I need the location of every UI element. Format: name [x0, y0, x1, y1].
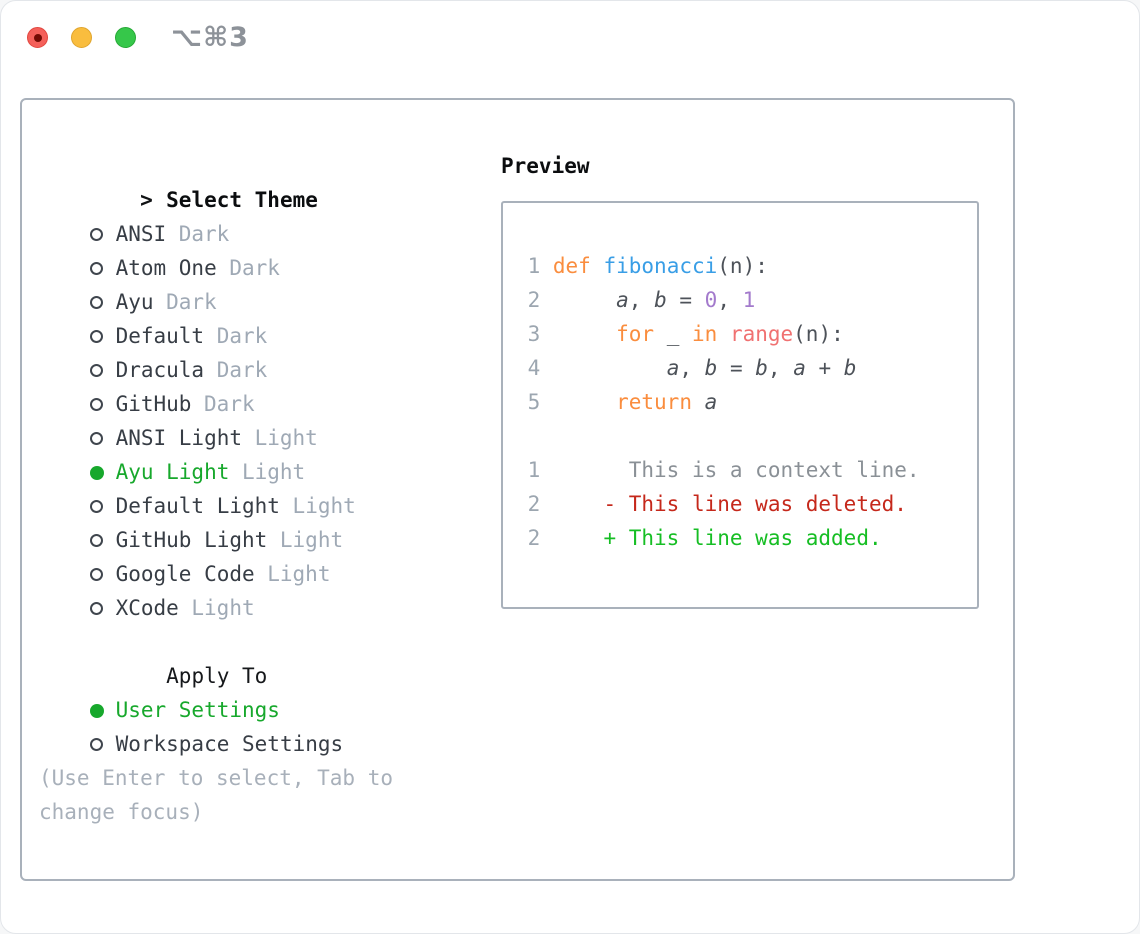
line-number: 1 [527, 458, 541, 482]
preview-blank-line [515, 419, 977, 453]
option-tag: Dark [216, 358, 268, 382]
option-label: GitHub Light [115, 528, 268, 552]
option-label: ANSI Light [115, 426, 243, 450]
radio-icon [89, 398, 103, 411]
theme-option-default-light[interactable]: Default Light Light [39, 455, 484, 518]
titlebar: ⌥⌘3 [1, 1, 1139, 98]
radio-icon [89, 364, 103, 377]
option-tag: Dark [166, 290, 217, 314]
option-tag: Light [191, 596, 255, 620]
preview-diff-line: 2 + This line was added. [515, 521, 977, 555]
radio-icon [89, 432, 103, 445]
option-label: Dracula [115, 358, 205, 382]
traffic-lights [27, 27, 136, 48]
preview-code-line: 4 a, b = b, a + b [515, 351, 977, 385]
apply-option-workspace-settings[interactable]: Workspace Settings [39, 693, 484, 756]
option-tag: Light [254, 426, 318, 450]
option-label: GitHub [115, 392, 192, 416]
apply-to-title: Apply To [166, 664, 268, 688]
option-label: ANSI [115, 222, 167, 246]
preview-diff-line: 2 - This line was deleted. [515, 487, 977, 521]
apply-to-list: User Settings Workspace Settings [39, 659, 484, 756]
radio-icon [89, 500, 103, 513]
option-tag: Light [267, 562, 331, 586]
radio-icon [89, 330, 103, 343]
line-number: 1 [527, 254, 541, 278]
option-label: Google Code [115, 562, 255, 586]
line-number: 2 [527, 526, 541, 550]
option-tag: Light [241, 460, 306, 484]
line-number: 2 [527, 288, 541, 312]
radio-icon [89, 738, 103, 751]
theme-option-ayu-light[interactable]: Ayu Light Light [39, 421, 484, 484]
radio-icon [89, 228, 103, 241]
window-title: ⌥⌘3 [171, 22, 249, 53]
theme-option-github[interactable]: GitHub Dark [39, 353, 484, 416]
theme-option-ansi-light[interactable]: ANSI Light Light [39, 387, 484, 450]
close-dot-icon [33, 33, 42, 42]
radio-icon [89, 465, 104, 480]
preview-code-line: 5 return a [515, 385, 977, 419]
option-label: User Settings [115, 698, 280, 722]
option-tag: Dark [178, 222, 230, 246]
theme-option-xcode[interactable]: XCode Light [39, 557, 484, 620]
line-number: 3 [527, 322, 541, 346]
select-theme-header: > Select Theme [39, 149, 484, 212]
radio-icon [89, 534, 103, 547]
theme-option-google-code[interactable]: Google Code Light [39, 523, 484, 586]
radio-icon [89, 703, 104, 718]
theme-option-github-light[interactable]: GitHub Light Light [39, 489, 484, 552]
minimize-button[interactable] [71, 27, 92, 48]
help-text: (Use Enter to select, Tab to change focu… [39, 766, 394, 824]
line-number: 5 [527, 390, 541, 414]
radio-icon [89, 262, 103, 275]
option-tag: Light [279, 528, 344, 552]
option-label: Default [115, 324, 205, 348]
option-label: Workspace Settings [115, 732, 344, 756]
option-tag: Light [292, 494, 356, 518]
option-tag: Dark [216, 324, 268, 348]
apply-option-user-settings[interactable]: User Settings [39, 659, 484, 722]
theme-option-ayu[interactable]: Ayu Dark [39, 251, 484, 314]
theme-option-default[interactable]: Default Dark [39, 285, 484, 348]
option-label: Atom One [115, 256, 217, 280]
preview-code-line: 3 for _ in range(n): [515, 317, 977, 351]
radio-icon [89, 568, 103, 581]
option-label: XCode [115, 596, 179, 620]
maximize-button[interactable] [115, 27, 136, 48]
option-tag: Dark [204, 392, 255, 416]
radio-icon [89, 296, 103, 309]
apply-to-header: Apply To [39, 625, 484, 688]
cursor-prompt-icon: > [140, 188, 153, 212]
theme-option-atom-one[interactable]: Atom One Dark [39, 217, 484, 280]
preview-diff-line: 1 This is a context line. [515, 453, 977, 487]
option-label: Ayu Light [115, 460, 230, 484]
theme-option-ansi[interactable]: ANSI Dark [39, 183, 484, 246]
close-button[interactable] [27, 27, 48, 48]
option-tag: Dark [229, 256, 280, 280]
preview-title: Preview [501, 154, 590, 178]
option-label: Default Light [115, 494, 280, 518]
line-number: 2 [527, 492, 541, 516]
preview-code-line: 2 a, b = 0, 1 [515, 283, 977, 317]
select-theme-title: Select Theme [166, 188, 318, 212]
theme-option-dracula[interactable]: Dracula Dark [39, 319, 484, 382]
option-label: Ayu [115, 290, 154, 314]
radio-icon [89, 602, 103, 615]
line-number: 4 [527, 356, 541, 380]
